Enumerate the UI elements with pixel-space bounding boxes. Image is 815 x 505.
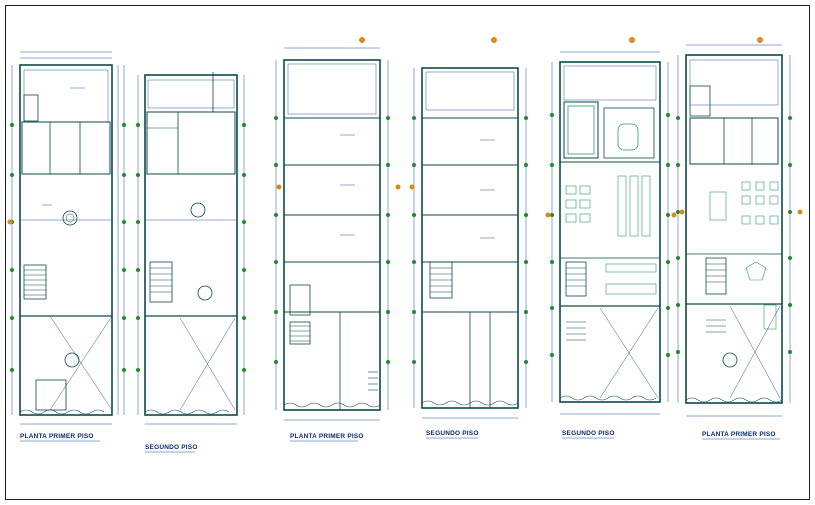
north-arrow-icon — [7, 219, 13, 225]
tree-icon — [64, 352, 80, 368]
tree-icon — [62, 210, 78, 226]
plan-1-title: PLANTA PRIMER PISO — [20, 433, 94, 440]
tree-icon — [197, 285, 213, 301]
plan-2-title: SEGUNDO PISO — [145, 444, 198, 451]
north-arrow-icon — [359, 37, 365, 43]
plan-5-title: SEGUNDO PISO — [562, 430, 615, 437]
furniture-icon — [565, 175, 657, 295]
floor-plan-3: PLANTA PRIMER PISO — [274, 37, 401, 442]
north-arrow-icon — [679, 209, 685, 215]
tree-icon — [190, 202, 206, 218]
floor-plan-6: PLANTA PRIMER PISO — [676, 37, 803, 440]
furniture-icon — [709, 181, 779, 330]
north-arrow-icon — [629, 37, 635, 43]
plan-6-title: PLANTA PRIMER PISO — [702, 431, 776, 438]
tree-icon — [722, 352, 738, 368]
north-arrow-icon — [491, 37, 497, 43]
north-arrow-icon — [797, 209, 803, 215]
plan-4-title: SEGUNDO PISO — [426, 430, 479, 437]
north-arrow-icon — [395, 184, 401, 190]
north-arrow-icon — [276, 184, 282, 190]
north-arrow-icon — [545, 212, 551, 218]
sheet-border — [5, 5, 810, 500]
north-arrow-icon — [757, 37, 763, 43]
floor-plan-1: PLANTA PRIMER PISO — [7, 51, 126, 442]
floor-plan-4: SEGUNDO PISO — [409, 37, 528, 439]
north-arrow-icon — [409, 184, 415, 190]
floor-plan-5: SEGUNDO PISO — [545, 37, 677, 439]
plan-3-title: PLANTA PRIMER PISO — [290, 433, 364, 440]
north-arrow-icon — [671, 212, 677, 218]
floor-plan-2: SEGUNDO PISO — [136, 72, 246, 453]
